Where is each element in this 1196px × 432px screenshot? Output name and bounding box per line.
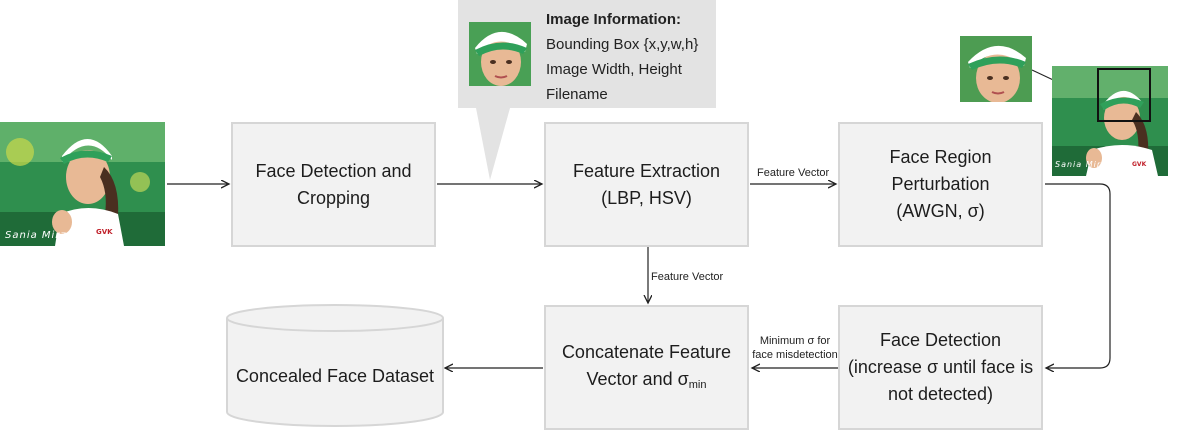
arrow-perturb-to-detection — [1045, 183, 1111, 368]
node-face-detection: Face Detection (increase σ until face is… — [838, 305, 1043, 430]
node-feature-extraction-line2: (LBP, HSV) — [601, 187, 692, 208]
edge-label-feature-vector-down: Feature Vector — [651, 271, 724, 283]
node-face-detection-cropping-line1: Face Detection and — [255, 160, 412, 181]
callout-face-thumbnail — [469, 22, 531, 86]
node-concatenate-sigma-subscript: min — [688, 379, 707, 391]
callout-bounding-box: Bounding Box {x,y,w,h} — [546, 36, 699, 53]
node-face-detection-line2: (increase σ until face is — [847, 357, 1034, 377]
node-face-detection-line3: not detected) — [887, 384, 994, 404]
callout-title: Image Information: — [546, 11, 682, 28]
node-feature-extraction-line1: Feature Extraction — [572, 160, 721, 181]
edge-label-minimum-sigma: Minimum σ for face misdetection — [752, 334, 838, 362]
input-face-photo: GVK Sania Mirza — [0, 122, 165, 246]
callout-text: Image Information: Bounding Box {x,y,w,h… — [546, 7, 698, 107]
perturbed-photo-caption: Sania Mirza — [1055, 160, 1113, 169]
node-perturbation-line1: Face Region — [889, 147, 992, 167]
svg-text:GVK: GVK — [96, 228, 113, 236]
node-face-detection-line1: Face Detection — [879, 330, 1002, 350]
edge-label-minimum-sigma-line1: Minimum σ for — [759, 335, 831, 347]
node-face-detection-cropping: Face Detection and Cropping — [231, 122, 436, 247]
bounding-box-overlay — [1097, 68, 1151, 122]
edge-label-minimum-sigma-line2: face misdetection — [752, 349, 838, 361]
node-face-region-perturbation: Face Region Perturbation (AWGN, σ) — [838, 122, 1043, 247]
perturbed-face-photo: GVK Sania Mirza — [1052, 66, 1168, 176]
node-concatenate-line1: Concatenate Feature — [561, 342, 732, 362]
node-concatenate-line2-text: Vector and σ — [586, 369, 689, 389]
node-concealed-face-dataset-label: Concealed Face Dataset — [235, 366, 435, 386]
svg-text:GVK: GVK — [1132, 161, 1147, 168]
input-photo-caption: Sania Mirza — [5, 230, 74, 241]
callout-filename: Filename — [546, 86, 608, 103]
node-concealed-face-dataset-cylinder — [226, 304, 444, 427]
node-concatenate-line2: Vector and σmin — [562, 366, 731, 396]
node-perturbation-line3: (AWGN, σ) — [896, 201, 985, 221]
edge-label-feature-vector-right: Feature Vector — [757, 167, 830, 179]
node-face-detection-cropping-line2: Cropping — [296, 187, 371, 208]
perturbed-face-thumbnail — [960, 36, 1032, 102]
callout-image-size: Image Width, Height — [546, 61, 682, 78]
node-feature-extraction: Feature Extraction (LBP, HSV) — [544, 122, 749, 247]
node-concatenate: Concatenate Feature Vector and σmin — [544, 305, 749, 430]
node-perturbation-line2: Perturbation — [891, 174, 990, 194]
